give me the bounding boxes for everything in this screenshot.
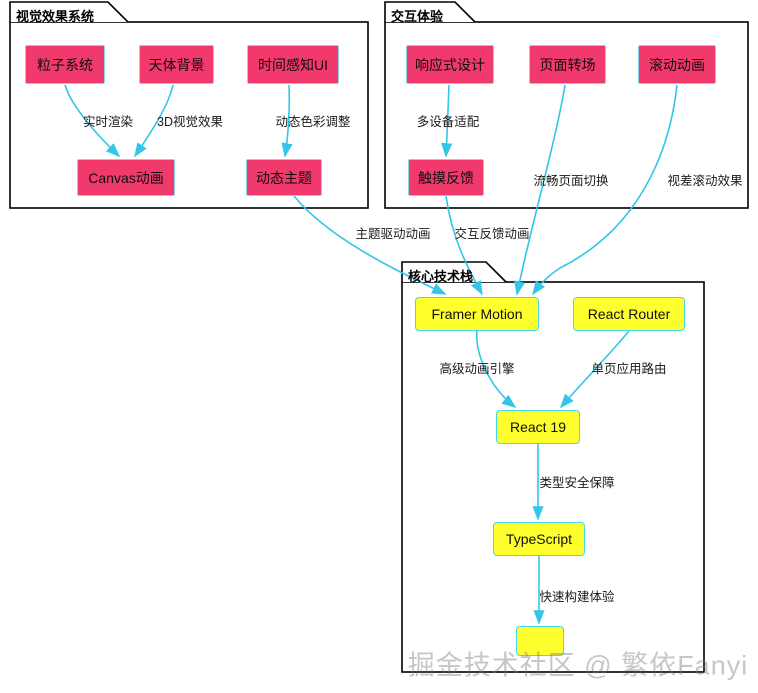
node-framer[interactable]: Framer Motion xyxy=(415,297,539,331)
edge-label-pagetrans-to-framer: 流畅页面切换 xyxy=(533,173,609,188)
cluster-tab-interaction xyxy=(384,1,476,23)
edge-label-router-to-react19: 单页应用路由 xyxy=(591,361,667,376)
node-timeui[interactable]: 时间感知UI xyxy=(247,45,339,84)
cluster-boxes xyxy=(9,1,749,673)
edge-timeui-to-theme xyxy=(281,84,293,158)
cluster-box-core xyxy=(401,281,705,673)
node-particles[interactable]: 粒子系统 xyxy=(25,45,105,84)
edge-label-framer-to-react19: 高级动画引擎 xyxy=(439,361,515,376)
edge-pagetrans-to-framer xyxy=(514,84,566,296)
edge-label-theme-to-framer: 主题驱动动画 xyxy=(355,226,431,241)
node-scroll[interactable]: 滚动动画 xyxy=(638,45,716,84)
edge-label-typescript-to-vite: 快速构建体验 xyxy=(539,589,615,604)
node-pagetrans[interactable]: 页面转场 xyxy=(529,45,606,84)
node-touch[interactable]: 触摸反馈 xyxy=(408,159,484,196)
edge-router-to-react19 xyxy=(559,330,630,409)
edge-theme-to-framer xyxy=(293,195,447,295)
edge-responsive-to-touch xyxy=(441,84,453,158)
edge-scroll-to-framer xyxy=(532,84,678,296)
cluster-label-visual: 视觉效果系统 xyxy=(16,9,95,24)
edge-celestial-to-canvas xyxy=(134,84,174,158)
cluster-label-interaction: 交互体验 xyxy=(391,9,444,24)
node-responsive[interactable]: 响应式设计 xyxy=(406,45,494,84)
edge-label-timeui-to-theme: 动态色彩调整 xyxy=(275,114,351,129)
edge-framer-to-react19 xyxy=(476,330,517,408)
edge-label-scroll-to-framer: 视差滚动效果 xyxy=(667,173,743,188)
edge-label-react19-to-typescript: 类型安全保障 xyxy=(539,475,615,490)
edge-label-responsive-to-touch: 多设备适配 xyxy=(416,114,480,129)
node-react19[interactable]: React 19 xyxy=(496,410,580,444)
edge-label-touch-to-framer: 交互反馈动画 xyxy=(454,226,530,241)
edge-label-celestial-to-canvas: 3D视觉效果 xyxy=(157,114,223,129)
edge-touch-to-framer xyxy=(445,195,483,296)
node-celestial[interactable]: 天体背景 xyxy=(139,45,214,84)
cluster-tab-visual xyxy=(9,1,129,23)
edge-particles-to-canvas xyxy=(64,84,121,158)
node-typescript[interactable]: TypeScript xyxy=(493,522,585,556)
node-vite[interactable] xyxy=(516,626,564,656)
node-canvas[interactable]: Canvas动画 xyxy=(77,159,175,196)
cluster-label-core: 核心技术栈 xyxy=(408,269,474,284)
edge-paths xyxy=(64,84,678,625)
edge-label-particles-to-canvas: 实时渲染 xyxy=(82,114,134,129)
node-theme[interactable]: 动态主题 xyxy=(246,159,322,196)
node-router[interactable]: React Router xyxy=(573,297,685,331)
